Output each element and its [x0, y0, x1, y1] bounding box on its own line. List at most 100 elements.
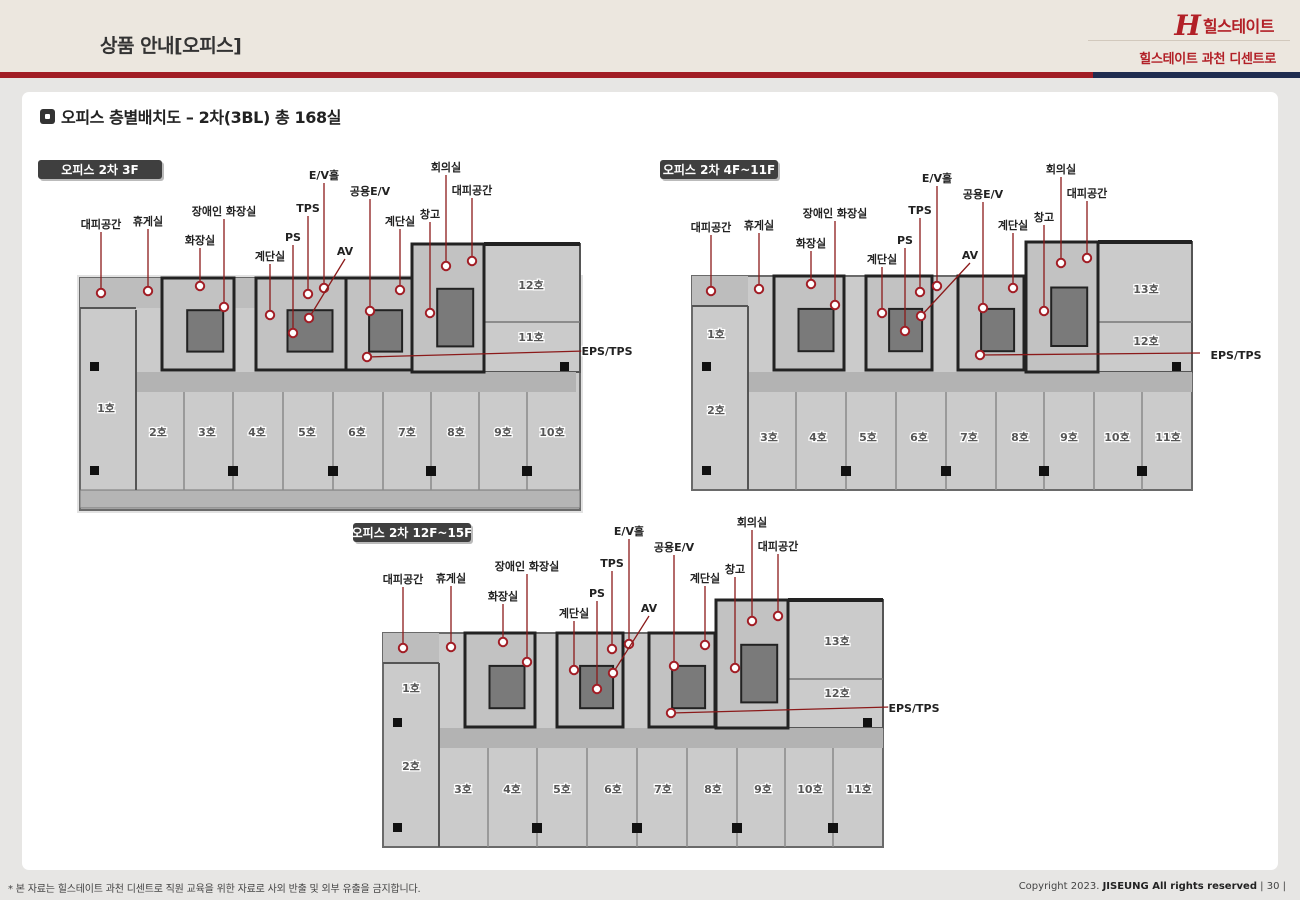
plan-core-room — [980, 307, 1016, 353]
unit-label: 4호 — [503, 782, 521, 796]
callout-label: 계단실 — [867, 252, 897, 266]
unit-label: 5호 — [553, 782, 571, 796]
callout-label: 장애인 화장실 — [803, 206, 868, 220]
unit-label: 10호 — [1104, 430, 1129, 444]
callout-dot — [394, 284, 406, 296]
callout-dot — [361, 351, 373, 363]
structural-column — [228, 466, 238, 476]
callout-dot — [95, 287, 107, 299]
structural-column — [863, 718, 872, 727]
unit-label: 11호 — [846, 782, 871, 796]
callout-dot — [591, 683, 603, 695]
callout-dot — [829, 299, 841, 311]
callout-dot — [194, 280, 206, 292]
unit-label: 8호 — [447, 425, 465, 439]
callout-dot — [521, 656, 533, 668]
callout-label: 장애인 화장실 — [495, 559, 560, 573]
unit-label: 3호 — [198, 425, 216, 439]
callout-dot — [303, 312, 315, 324]
unit-label: 7호 — [654, 782, 672, 796]
callout-dot — [914, 286, 926, 298]
callout-label: EPS/TPS — [888, 702, 939, 715]
unit-label: 8호 — [704, 782, 722, 796]
callout-label: 창고 — [1034, 210, 1054, 224]
plan-core-room — [740, 643, 779, 704]
structural-column — [393, 823, 402, 832]
callout-dot — [753, 283, 765, 295]
callout-label: 회의실 — [737, 515, 767, 529]
callout-dot — [218, 301, 230, 313]
footer-note: * 본 자료는 힐스테이트 과천 디센트로 직원 교육을 위한 자료로 사외 반… — [8, 884, 421, 895]
callout-label: E/V홀 — [614, 524, 644, 538]
plan-core-room — [488, 664, 526, 710]
plan-core-room — [1050, 286, 1089, 347]
callout-label: 대피공간 — [81, 217, 121, 231]
callout-dot — [977, 302, 989, 314]
callout-dot — [805, 278, 817, 290]
footer-copyright: Copyright 2023. JISEUNG All rights reser… — [1019, 881, 1286, 892]
unit-label: 3호 — [454, 782, 472, 796]
unit-label: 6호 — [604, 782, 622, 796]
callout-label: 휴게실 — [744, 218, 774, 232]
structural-column — [1172, 362, 1181, 371]
callout-dot — [974, 349, 986, 361]
callout-label: 화장실 — [185, 233, 215, 247]
callout-label: PS — [285, 231, 301, 244]
callout-leader — [920, 262, 971, 317]
callout-dot — [699, 639, 711, 651]
callout-leader — [308, 258, 346, 319]
callout-label: 화장실 — [488, 589, 518, 603]
section-title-text: 오피스 층별배치도 – 2차(3BL) 총 168실 — [61, 108, 342, 127]
plan-top-strip — [383, 633, 439, 663]
callout-label: E/V홀 — [309, 168, 339, 182]
callout-dot — [1038, 305, 1050, 317]
callout-label: AV — [641, 602, 658, 615]
callout-label: 대피공간 — [758, 539, 798, 553]
unit-label: 8호 — [1011, 430, 1029, 444]
plan-top-strip — [692, 276, 748, 306]
unit-label: 4호 — [809, 430, 827, 444]
unit-label: 10호 — [539, 425, 564, 439]
callout-label: 휴게실 — [436, 571, 466, 585]
square-bullet-icon — [40, 108, 55, 124]
callout-dot — [424, 307, 436, 319]
unit-label: 12호 — [1133, 334, 1158, 348]
unit-label: 11호 — [518, 330, 543, 344]
callout-dot — [397, 642, 409, 654]
callout-label: EPS/TPS — [1210, 349, 1261, 362]
plan-core-room — [671, 664, 707, 710]
structural-column — [522, 466, 532, 476]
callout-label: 공용E/V — [654, 541, 695, 554]
unit-label: 7호 — [960, 430, 978, 444]
unit-label: 1호 — [97, 401, 115, 415]
plan-tag — [38, 160, 162, 179]
callout-dot — [568, 664, 580, 676]
callout-dot — [497, 636, 509, 648]
site-name: 힐스테이트 과천 디센트로 — [1139, 52, 1276, 67]
unit-label: 11호 — [1155, 430, 1180, 444]
section-title: 오피스 층별배치도 – 2차(3BL) 총 168실 — [40, 104, 341, 128]
callout-dot — [705, 285, 717, 297]
plan-core-room — [436, 287, 475, 348]
structural-column — [732, 823, 742, 833]
structural-column — [532, 823, 542, 833]
unit-label: 10호 — [797, 782, 822, 796]
callout-dot — [1007, 282, 1019, 294]
unit-label: 2호 — [149, 425, 167, 439]
header-bar — [0, 0, 1300, 72]
unit-label: 9호 — [494, 425, 512, 439]
callout-label: 계단실 — [559, 606, 589, 620]
callout-leader — [979, 352, 1201, 356]
unit-label: 5호 — [298, 425, 316, 439]
structural-column — [1137, 466, 1147, 476]
callout-dot — [1081, 252, 1093, 264]
structural-column — [941, 466, 951, 476]
copyright-prefix: Copyright 2023. — [1018, 881, 1100, 892]
callout-label: AV — [337, 245, 354, 258]
callout-label: EPS/TPS — [581, 345, 632, 358]
unit-label: 9호 — [1060, 430, 1078, 444]
callout-label: 계단실 — [998, 218, 1028, 232]
structural-column — [90, 466, 99, 475]
